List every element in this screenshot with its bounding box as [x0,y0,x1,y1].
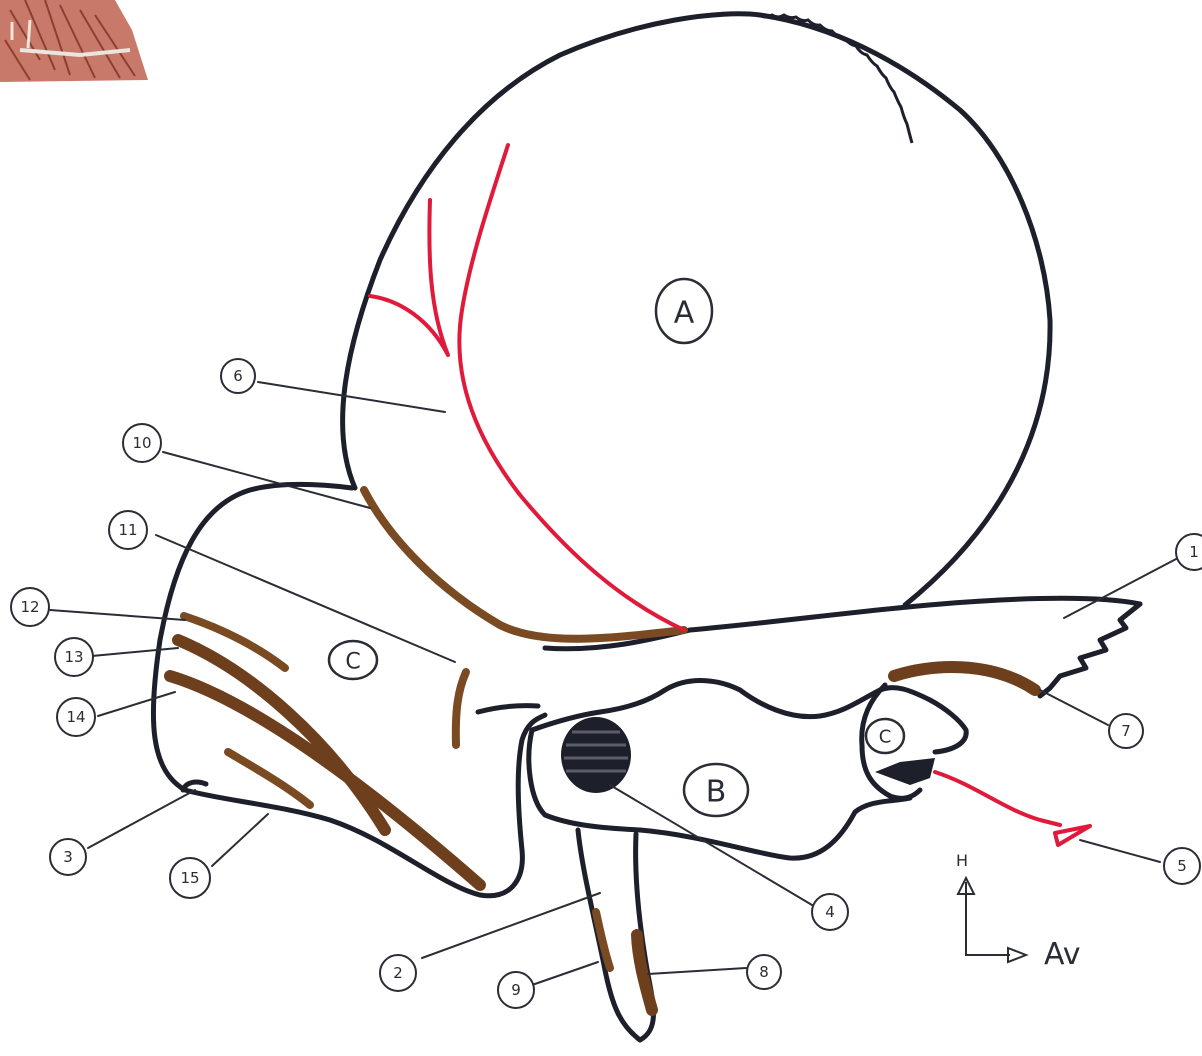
svg-text:12: 12 [20,598,39,616]
callout-7: 7 [1109,714,1143,748]
svg-text:13: 13 [64,648,83,666]
callout-4: 4 [812,894,848,930]
muscle-7 [894,667,1035,690]
svg-text:5: 5 [1177,857,1187,875]
svg-text:C: C [345,650,360,675]
svg-text:7: 7 [1121,722,1131,740]
callout-2: 2 [380,955,416,991]
region-label-c-left: C [329,641,377,679]
leader-lines [50,382,1178,985]
svg-text:9: 9 [511,981,521,999]
callout-11: 11 [109,511,147,549]
svg-text:14: 14 [66,708,85,726]
structure-1-jagged-end [1040,604,1140,696]
region-label-c-right: C [866,719,904,753]
svg-text:10: 10 [132,434,151,452]
callout-1: 1 [1176,534,1202,570]
svg-text:B: B [706,775,727,810]
svg-text:11: 11 [118,521,137,539]
callout-10: 10 [123,424,161,462]
svg-text:3: 3 [63,848,73,866]
muscle-11 [456,672,466,745]
region-label-a: A [656,279,712,343]
vessel-6-main [459,145,684,630]
callout-6: 6 [221,359,255,393]
svg-text:15: 15 [180,869,199,887]
svg-text:6: 6 [233,367,243,385]
muscle-10 [364,490,684,639]
region-c-left-inner-notch [478,706,538,712]
arrow-right-icon [1008,948,1026,962]
joint-4-knob [561,717,631,793]
muscle-15 [228,752,310,805]
svg-text:1: 1 [1189,543,1199,561]
orientation-indicator: H Av [956,851,1081,972]
region-a-wavy-edge [760,15,912,143]
svg-text:4: 4 [825,903,835,921]
callout-14: 14 [57,698,95,736]
svg-text:2: 2 [393,964,403,982]
structure-2-stalk [578,830,640,1040]
orientation-vertical-label: H [956,851,968,870]
vessel-5 [935,772,1060,825]
svg-text:C: C [879,727,892,748]
svg-text:A: A [674,296,695,331]
callout-9: 9 [498,972,534,1008]
callout-15: 15 [170,858,210,898]
region-label-b: B [684,764,748,816]
callout-3: 3 [50,839,86,875]
callout-13: 13 [55,638,93,676]
svg-text:8: 8 [759,963,769,981]
muscle-14 [170,676,480,885]
muscle-12 [184,616,285,668]
callout-8: 8 [747,955,781,989]
callout-5: 5 [1164,848,1200,884]
right-tip-dark [875,758,935,785]
callout-12: 12 [11,588,49,626]
muscle-thumbnail-image [0,0,148,82]
orientation-horizontal-label: Av [1044,937,1081,972]
vessel-6-branch [370,200,448,355]
